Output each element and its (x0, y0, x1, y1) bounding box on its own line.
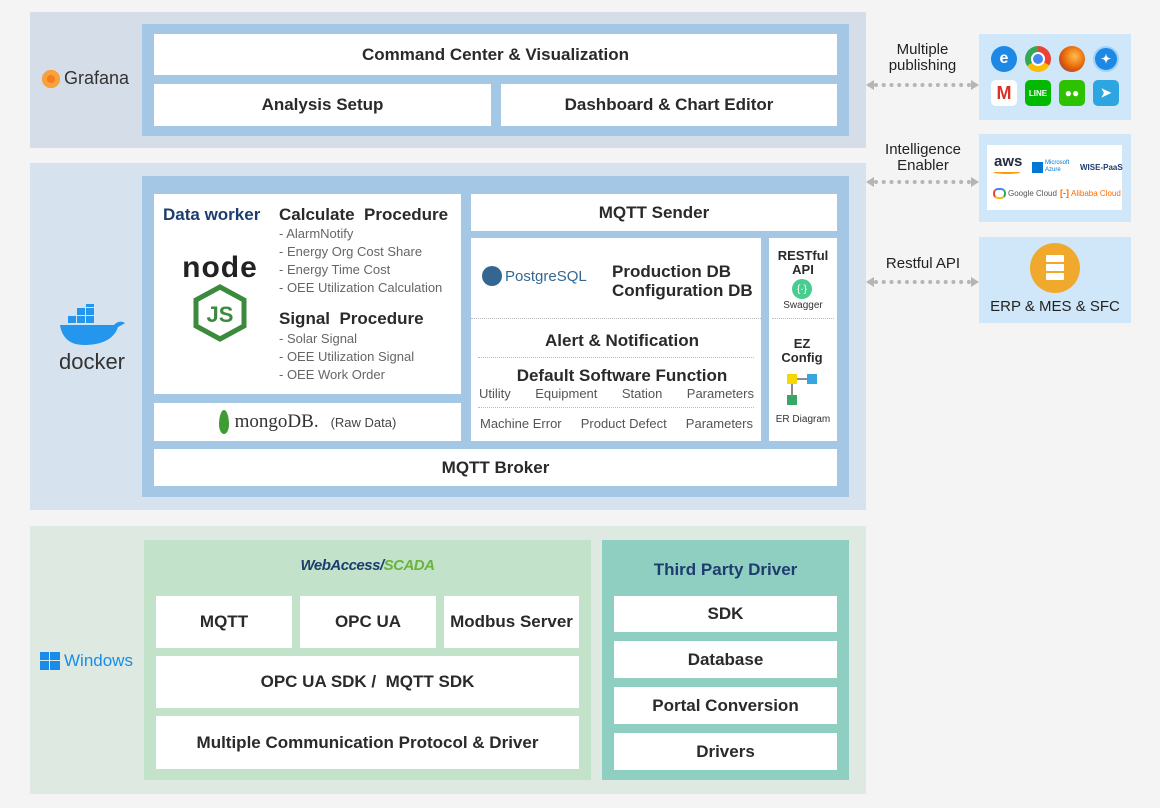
postgresql-logo: PostgreSQL (482, 266, 587, 286)
list-item: Product Defect (580, 416, 667, 431)
restful-api-label: RESTful API (777, 248, 829, 277)
list-item: - OEE Work Order (279, 367, 385, 382)
arrow-right-icon (971, 177, 979, 187)
nodejs-hexagon-icon (193, 284, 247, 342)
connector-line (874, 83, 971, 87)
gmail-icon: M (991, 80, 1017, 106)
server-icon (1030, 243, 1080, 293)
ez-config-label: EZ Config (781, 336, 823, 365)
calculate-procedure-title: Calculate Procedure (279, 205, 449, 224)
list-item: Parameters (685, 416, 753, 431)
google-cloud-logo: Google Cloud (993, 188, 1057, 199)
list-item: Utility (479, 386, 511, 401)
signal-procedure-title: Signal Procedure (279, 309, 424, 328)
alibaba-cloud-logo: [-] Alibaba Cloud (1060, 188, 1121, 198)
list-item: - Energy Org Cost Share (279, 244, 423, 259)
swagger-icon: {·} (792, 279, 812, 299)
mongodb-box: mongoDB. (Raw Data) (154, 403, 461, 441)
divider (478, 407, 754, 408)
arrow-right-icon (971, 80, 979, 90)
default-function-title: Default Software Function (516, 366, 728, 385)
database-box: Database (614, 641, 837, 678)
list-item: - AlarmNotify (279, 226, 354, 241)
windows-logo: Windows (40, 651, 133, 671)
docker-logo: docker (52, 300, 132, 375)
restful-api-connector-label: Restful API (885, 255, 961, 272)
list-item: - OEE Utilization Calculation (279, 280, 443, 295)
drivers-box: Drivers (614, 733, 837, 770)
telegram-icon: ➤ (1093, 80, 1119, 106)
google-cloud-icon (993, 188, 1006, 199)
third-party-title: Third Party Driver (653, 560, 798, 579)
configuration-db-label: Configuration DB (612, 281, 753, 300)
command-center-box: Command Center & Visualization (154, 34, 837, 75)
list-item: - Energy Time Cost (279, 262, 391, 277)
windows-icon (40, 652, 60, 670)
postgresql-elephant-icon (482, 266, 502, 286)
production-db-label: Production DB (612, 262, 731, 281)
er-diagram-label: ER Diagram (775, 414, 831, 425)
mqtt-broker-box: MQTT Broker (154, 449, 837, 486)
restful-box (769, 238, 837, 441)
swagger-label: Swagger (783, 300, 823, 311)
connector-line (874, 280, 971, 284)
webaccess-logo: WebAccess/SCADA (300, 557, 435, 574)
arrow-right-icon (971, 277, 979, 287)
aws-smile-icon (994, 171, 1020, 174)
mqtt-sender-box: MQTT Sender (471, 194, 837, 231)
list-item: - Solar Signal (279, 331, 358, 346)
divider (772, 318, 834, 319)
signal-list: - Solar Signal - OEE Utilization Signal … (279, 330, 414, 384)
chrome-browser-icon (1025, 46, 1051, 72)
cloud-providers-panel (987, 145, 1122, 210)
er-diagram-icon (787, 374, 817, 405)
protocol-driver-box: Multiple Communication Protocol & Driver (156, 716, 579, 769)
alert-notification-label: Alert & Notification (545, 331, 699, 350)
list-item: - OEE Utilization Signal (279, 349, 415, 364)
publishing-apps-grid: e ✦ M LINE ●● ➤ (991, 46, 1121, 106)
erp-label: ERP & MES & SFC (990, 298, 1120, 315)
mqtt-box: MQTT (156, 596, 292, 648)
dashboard-editor-box: Dashboard & Chart Editor (501, 84, 837, 126)
mongodb-leaf-icon (218, 410, 229, 434)
list-item: Station (621, 386, 663, 401)
arrow-left-icon (866, 80, 874, 90)
wechat-icon: ●● (1059, 80, 1085, 106)
arrow-left-icon (866, 177, 874, 187)
modbus-server-box: Modbus Server (444, 596, 579, 648)
alibaba-icon: [-] (1060, 188, 1069, 198)
portal-conversion-box: Portal Conversion (614, 687, 837, 724)
default-row-1: Utility Equipment Station Parameters (479, 386, 754, 401)
azure-logo: Microsoft Azure (1032, 160, 1075, 174)
wise-paas-logo: WISE-PaaS (1080, 163, 1123, 172)
analysis-setup-box: Analysis Setup (154, 84, 491, 126)
default-row-2: Machine Error Product Defect Parameters (480, 416, 753, 431)
connector-line (874, 180, 971, 184)
nodejs-logo: node JS (170, 252, 270, 342)
multiple-publishing-label: Multiple publishing (888, 41, 957, 74)
line-app-icon: LINE (1025, 80, 1051, 106)
data-worker-title: Data worker (163, 205, 261, 224)
list-item: Machine Error (480, 416, 562, 431)
sdk-box: SDK (614, 596, 837, 632)
firefox-browser-icon (1059, 46, 1085, 72)
microsoft-icon (1032, 161, 1043, 173)
opc-ua-box: OPC UA (300, 596, 436, 648)
grafana-icon (42, 69, 60, 88)
ie-browser-icon: e (991, 46, 1017, 72)
calculate-list: - AlarmNotify - Energy Org Cost Share - … (279, 225, 442, 297)
intelligence-enabler-label: Intelligence Enabler (885, 141, 961, 174)
safari-browser-icon: ✦ (1093, 46, 1119, 72)
grafana-logo: Grafana (42, 68, 129, 89)
docker-whale-icon (60, 300, 125, 345)
arrow-left-icon (866, 277, 874, 287)
sdk-row-box: OPC UA SDK / MQTT SDK (156, 656, 579, 708)
aws-logo: aws (994, 153, 1023, 170)
list-item: Equipment (535, 386, 598, 401)
divider (471, 318, 761, 319)
divider (478, 357, 754, 358)
list-item: Parameters (686, 386, 754, 401)
